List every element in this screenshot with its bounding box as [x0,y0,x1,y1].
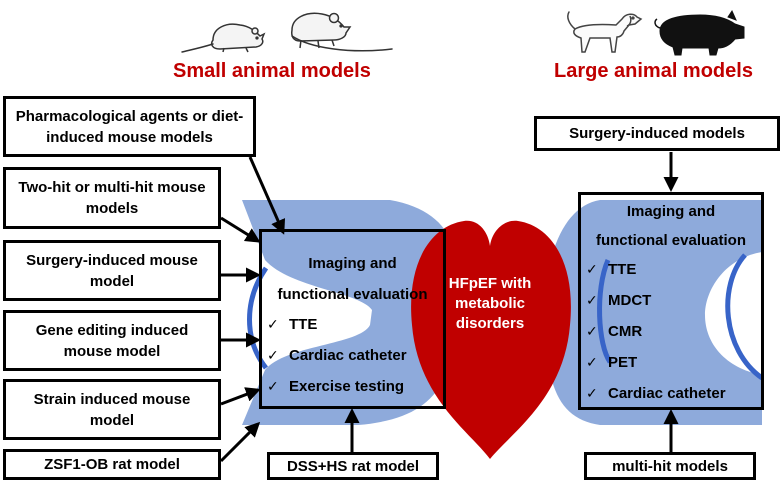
right-panel-title-line2: functional evaluation [595,232,746,249]
left-panel-title-line1: Imaging and [308,255,397,272]
large-animal-header: Large animal models [554,60,753,82]
rat-icon [181,23,266,53]
check-icon: ✓ [586,385,598,401]
left-model-box-1: Pharmacological agents or diet-induced m… [3,96,256,157]
heart-label-line2: metabolic [454,295,526,312]
list-item: ✓Exercise testing [267,378,405,395]
right-bottom-model-box: multi-hit models [584,452,756,480]
pig-icon [654,9,745,56]
left-model-box-3: Surgery-induced mouse model [3,240,221,301]
check-icon: ✓ [586,292,598,308]
check-icon: ✓ [267,347,279,363]
list-item: ✓PET [586,354,638,371]
check-icon: ✓ [267,316,279,332]
dog-icon [567,11,643,53]
check-icon: ✓ [586,354,598,370]
list-item: ✓Cardiac catheter [586,385,726,402]
check-icon: ✓ [267,378,279,394]
left-panel-list: ✓TTE ✓Cardiac catheter ✓Exercise testing [267,309,407,402]
left-panel-title-line2: functional evaluation [277,286,428,303]
right-evaluation-panel [578,192,764,410]
right-top-model-box: Surgery-induced models [534,116,780,151]
list-item: ✓CMR [586,323,643,340]
left-model-box-2: Two-hit or multi-hit mouse models [3,167,221,229]
heart-label-line3: disorders [455,315,525,332]
list-item: ✓TTE [586,261,637,278]
left-model-box-4: Gene editing induced mouse model [3,310,221,371]
list-item: ✓MDCT [586,292,652,309]
right-bracket-band [545,200,764,425]
left-model-box-5: Strain induced mouse model [3,379,221,440]
check-icon: ✓ [586,323,598,339]
list-item: ✓TTE [267,316,318,333]
left-arrows [219,152,679,463]
check-icon: ✓ [586,261,598,277]
right-panel-list: ✓TTE ✓MDCT ✓CMR ✓PET ✓Cardiac catheter [586,254,726,409]
mouse-icon [291,12,393,52]
heart-shape [411,220,571,459]
left-model-box-6: ZSF1-OB rat model [3,449,221,480]
heart-label: HFpEF with metabolic disorders [440,274,540,334]
small-animal-header: Small animal models [173,60,371,82]
heart-label-line1: HFpEF with [448,275,532,292]
left-bottom-model-box: DSS+HS rat model [267,452,439,480]
right-panel-title-line1: Imaging and [626,203,716,220]
left-evaluation-panel [259,229,446,409]
list-item: ✓Cardiac catheter [267,347,407,364]
